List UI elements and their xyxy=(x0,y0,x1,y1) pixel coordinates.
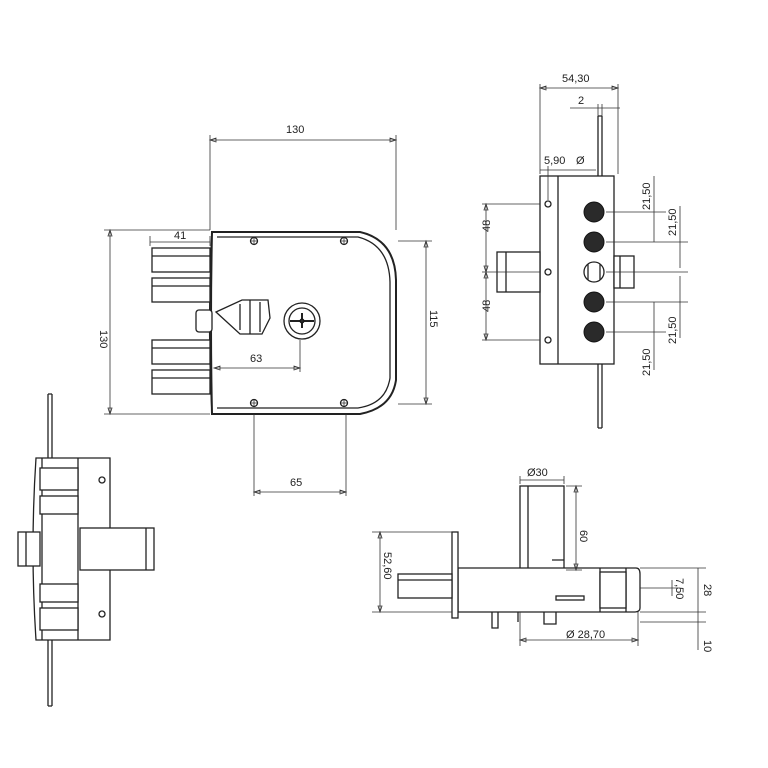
screw-hole xyxy=(339,398,349,408)
backset-dimension: 41 xyxy=(174,230,186,242)
width-dimension: 130 xyxy=(286,124,304,136)
key-cylinder xyxy=(283,302,321,340)
screw-hole xyxy=(339,236,349,246)
total-width-dimension: 54,30 xyxy=(562,73,590,85)
cylinder-through xyxy=(79,527,155,571)
lower-offset-dimension: 48 xyxy=(481,300,493,312)
latch-cam xyxy=(214,299,271,335)
bolt-spacing-2: 21,50 xyxy=(667,208,679,236)
bolt-spacing-4: 21,50 xyxy=(641,348,653,376)
side-view: 54,30 2 5,90 Ø 48 48 21,50 21,50 21,50 2… xyxy=(481,73,688,429)
key-hole xyxy=(583,261,605,283)
bolt xyxy=(151,247,211,273)
cylinder-diameter-dimension: Ø30 xyxy=(527,467,548,479)
bolt-spacing-1: 21,50 xyxy=(641,182,653,210)
bolt-head xyxy=(583,201,605,223)
bolt xyxy=(151,277,211,303)
vertical-cylinder xyxy=(519,485,565,571)
hole-dimension: 5,90 xyxy=(544,155,565,167)
inner-height-dimension: 115 xyxy=(427,310,439,328)
front-view: 130 41 130 115 63 65 xyxy=(97,124,439,496)
front-plate xyxy=(451,531,459,619)
bottom-view: Ø30 60 52,60 7,50 28 10 Ø 28,70 xyxy=(372,467,713,652)
upper-offset-dimension: 48 xyxy=(481,220,493,232)
plate-thickness-dimension: 2 xyxy=(578,95,584,107)
bolt xyxy=(151,369,211,395)
latch xyxy=(195,309,213,333)
bolt-side xyxy=(397,573,453,599)
key-offset-dimension: 63 xyxy=(250,353,262,365)
depth-dimension: 28 xyxy=(701,584,713,596)
bottom-diameter-dimension: Ø 28,70 xyxy=(566,629,605,641)
lock-body-outline xyxy=(210,231,397,415)
screw-hole xyxy=(249,236,259,246)
cylinder-height-dimension: 60 xyxy=(577,530,589,542)
base-dimension: 10 xyxy=(701,640,713,652)
height-dimension: 130 xyxy=(97,330,109,348)
bolt xyxy=(151,339,211,365)
bottom-body xyxy=(457,567,641,613)
bolt-head xyxy=(583,291,605,313)
bolt-head xyxy=(583,321,605,343)
left-side-view xyxy=(17,393,155,707)
body-height-dimension: 52,60 xyxy=(381,552,393,580)
offset-dimension: 7,50 xyxy=(673,578,685,599)
bolt-spacing-3: 21,50 xyxy=(667,316,679,344)
diameter-symbol: Ø xyxy=(576,155,585,167)
screw-hole xyxy=(249,398,259,408)
screw-spacing-dimension: 65 xyxy=(290,477,302,489)
knob xyxy=(17,531,41,567)
bolt-head xyxy=(583,231,605,253)
